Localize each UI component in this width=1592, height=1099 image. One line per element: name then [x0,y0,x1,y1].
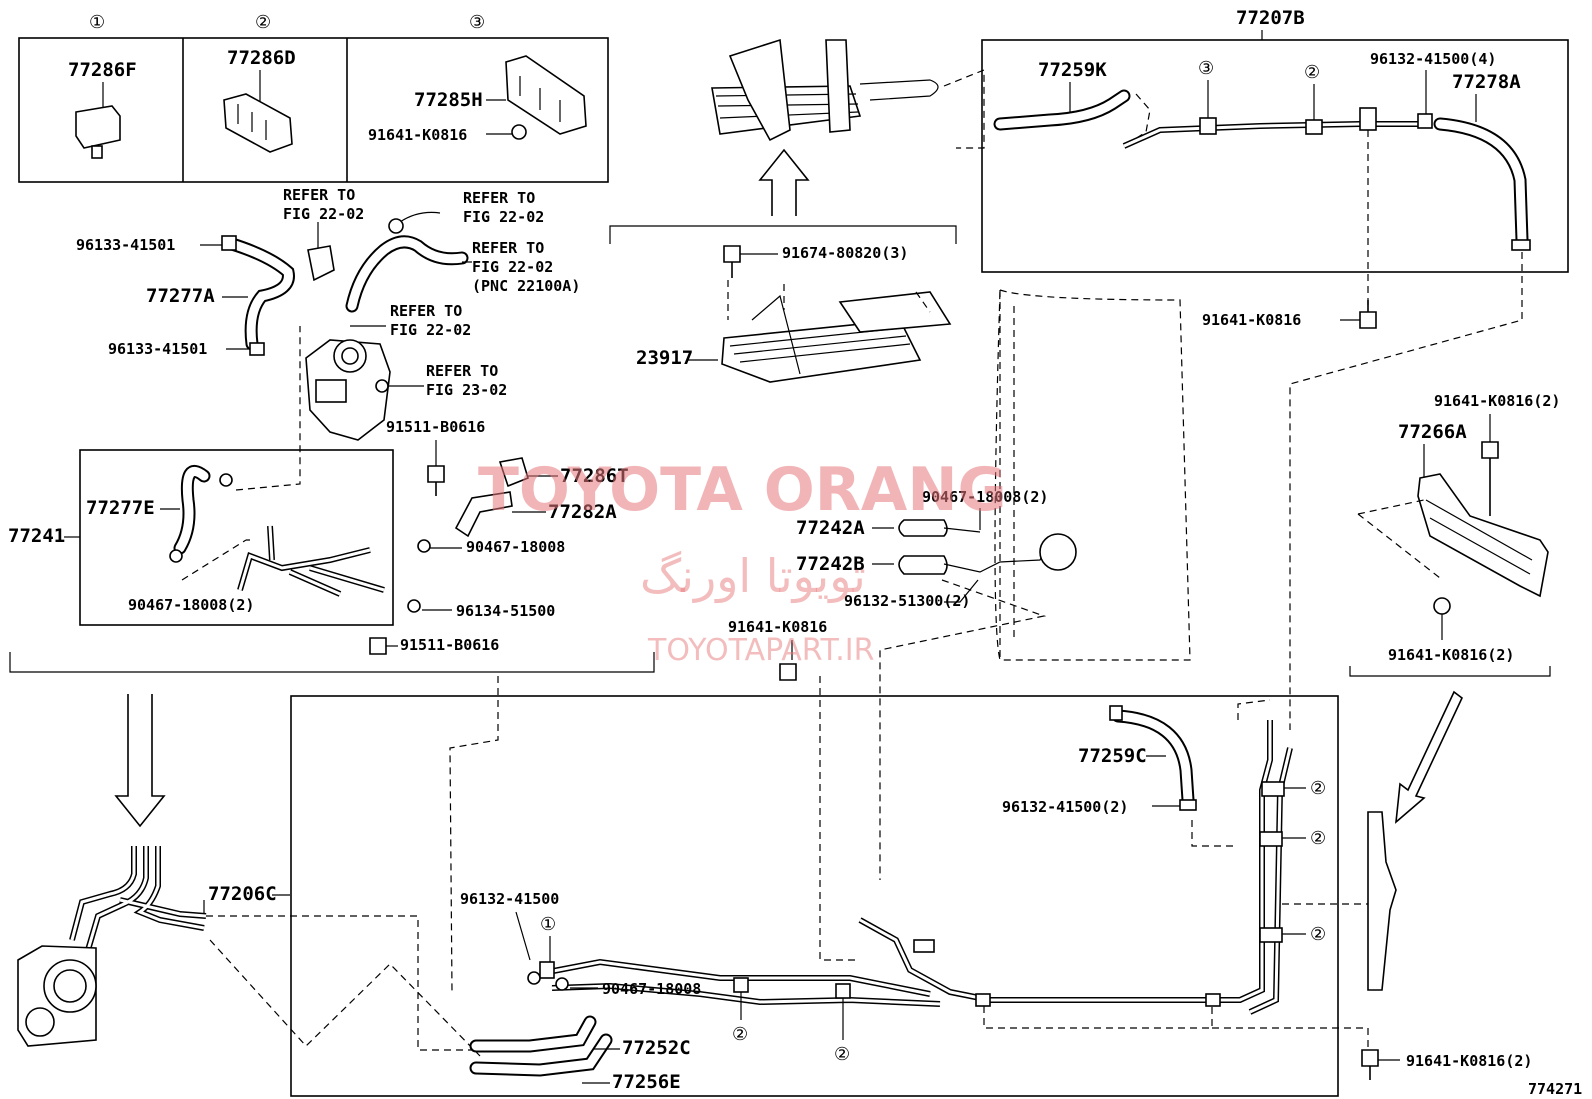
hose-77278A [1433,117,1529,247]
assembly-77241-section: 96133-41501 77277A 96133-41501 REFER TO … [8,186,655,673]
part-label-91511-B0616-b: 91511-B0616 [400,636,499,654]
part-label-91641-K0816-b: 91641-K0816 [728,618,827,636]
refer-1-line2: FIG 22-02 [283,205,364,223]
refer-1-line1: REFER TO [283,186,355,204]
part-label-91641-K0816-clip: 91641-K0816 [368,126,467,144]
assembly-77207B-section: 77207B 77259K ③ ② 96132-41500(4) 77278A … [943,7,1569,730]
clip-77285H-drawing [486,55,587,140]
cooler-section: 91674-80820(3) 23917 [609,38,957,383]
part-label-91641-K0816-a: 91641-K0816 [1202,311,1301,329]
watermark-url: TOYOTAPART.IR [647,633,874,668]
part-label-77286D: 77286D [227,47,296,69]
part-label-91511-B0616-a: 91511-B0616 [386,418,485,436]
refer-2-line1: REFER TO [463,189,535,207]
vacuum-pump-drawing [305,339,391,441]
part-label-90467-18008-2a: 90467-18008(2) [128,596,254,614]
part-label-77252C: 77252C [622,1037,691,1059]
side-bracket-drawing [1367,811,1397,991]
main-piping-section: 77259C 96132-41500(2) ② ② ② ② ② 96132 [290,676,1532,1097]
part-label-96132-41500-2: 96132-41500(2) [1002,798,1128,816]
refer-5-line2: FIG 23-02 [426,381,507,399]
clip-marker-2-r2: ② [1310,828,1326,849]
part-label-77266A: 77266A [1398,421,1467,443]
part-label-91641-K0816-2a: 91641-K0816(2) [1434,392,1560,410]
part-label-77286T: 77286T [560,465,629,487]
clip-77286F-drawing [75,82,121,159]
refer-2-line2: FIG 22-02 [463,208,544,226]
part-label-96132-41500-4: 96132-41500(4) [1370,50,1496,68]
clip-index-1: ① [89,12,105,33]
part-label-77256E: 77256E [612,1071,681,1093]
bracket-77266A-drawing [1417,473,1549,598]
part-label-90467-18008-2b: 90467-18008(2) [922,488,1048,506]
refer-4-line1: REFER TO [390,302,462,320]
part-label-96132-51300-2: 96132-51300(2) [844,592,970,610]
clip-marker-2-b2: ② [732,1024,748,1045]
diagonal-arrow [1394,690,1464,824]
part-label-96132-41500: 96132-41500 [460,890,559,908]
part-label-91641-K0816-2c: 91641-K0816(2) [1406,1052,1532,1070]
part-label-77286F: 77286F [68,59,137,81]
clip-marker-2-r1: ② [1310,778,1326,799]
figure-number: 774271 [1528,1080,1582,1098]
part-label-77277A: 77277A [146,285,215,307]
part-label-96134-51500: 96134-51500 [456,602,555,620]
refer-3-line1: REFER TO [472,239,544,257]
part-label-77259C: 77259C [1078,745,1147,767]
clip-marker-3-top: ③ [1198,58,1214,79]
up-arrow [758,148,810,216]
tank-drawing [17,945,97,1047]
clip-legend-table: ① ② ③ 77286F 77286D 77285H 91641-K0816 [18,12,609,183]
part-label-77285H: 77285H [414,89,483,111]
refer-5-line1: REFER TO [426,362,498,380]
clip-index-2: ② [255,12,271,33]
watermark-brand: TOYOTA ORANG [478,455,1007,525]
part-label-77206C: 77206C [208,883,277,905]
hose-77242A [898,519,948,537]
part-label-96133-41501-bottom: 96133-41501 [108,340,207,358]
part-label-77207B: 77207B [1236,7,1305,29]
cooler-top-drawing [711,38,939,142]
down-arrow-left [114,694,166,828]
watermark: TOYOTA ORANG تویوتا اورنگ TOYOTAPART.IR [478,455,1007,668]
hose-77242B [898,555,948,575]
part-label-77282A: 77282A [548,501,617,523]
watermark-persian: تویوتا اورنگ [640,549,866,604]
part-label-96133-41501-top: 96133-41501 [76,236,175,254]
clip-marker-2-b1: ② [834,1044,850,1065]
part-label-77278A: 77278A [1452,71,1521,93]
refer-3-line2: FIG 22-02 [472,258,553,276]
part-label-91641-K0816-2b: 91641-K0816(2) [1388,646,1514,664]
clip-77286D-drawing [223,70,293,153]
part-label-90467-18008-b: 90467-18008 [602,980,701,998]
part-label-77241: 77241 [8,525,65,547]
part-label-77242B: 77242B [796,553,865,575]
part-label-90467-18008-a: 90467-18008 [466,538,565,556]
refer-3-line3: (PNC 22100A) [472,277,580,295]
assembly-77206C-section: 77206C [17,694,490,1057]
center-hoses-section: 90467-18008(2) 77242A 77242B 96132-51300… [728,289,1191,880]
part-label-77242A: 77242A [796,517,865,539]
clip-marker-2-r3: ② [1310,924,1326,945]
bracket-77266A-section: 91641-K0816(2) 77266A 91641-K0816(2) [1349,392,1560,991]
refer-4-line2: FIG 22-02 [390,321,471,339]
cooler-23917-drawing [721,291,952,383]
part-label-23917: 23917 [636,347,693,369]
part-label-77259K: 77259K [1038,59,1107,81]
clip-index-3: ③ [469,12,485,33]
clip-marker-1-bottom: ① [540,914,556,935]
clip-marker-2-top: ② [1304,62,1320,83]
part-label-91674-80820-3: 91674-80820(3) [782,244,908,262]
part-label-77277E: 77277E [86,497,155,519]
